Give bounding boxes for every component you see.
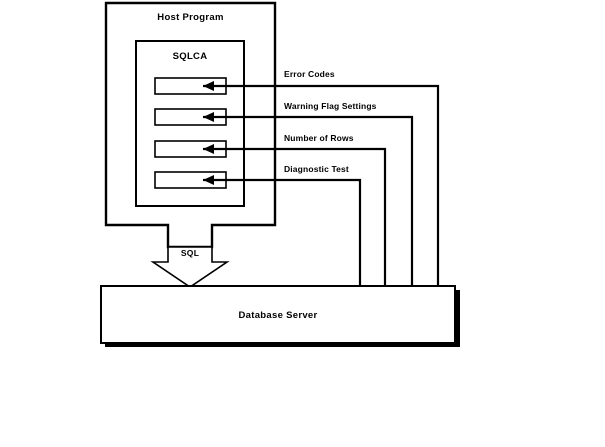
- sql-flow-arrow: [150, 246, 230, 288]
- arrowhead-diagnostic-test: [203, 175, 214, 185]
- host-program-label: Host Program: [157, 12, 223, 23]
- connector-label-diagnostic-test: Diagnostic Test: [284, 164, 349, 174]
- connector-label-warning-flag-settings: Warning Flag Settings: [284, 101, 377, 111]
- sqlca-label: SQLCA: [173, 51, 208, 62]
- connector-error-codes: [203, 81, 440, 286]
- arrowhead-number-of-rows: [203, 144, 214, 154]
- database-server-box: [100, 285, 456, 344]
- sql-arrow-label: SQL: [181, 248, 199, 258]
- connector-label-number-of-rows: Number of Rows: [284, 133, 354, 143]
- arrowhead-error-codes: [203, 81, 214, 91]
- arrowhead-warning-flag-settings: [203, 112, 214, 122]
- connector-number-of-rows: [203, 144, 387, 286]
- connector-warning-flag-settings: [203, 112, 414, 286]
- connector-diagnostic-test: [203, 175, 362, 286]
- connector-label-error-codes: Error Codes: [284, 69, 335, 79]
- database-server-label: Database Server: [239, 310, 318, 321]
